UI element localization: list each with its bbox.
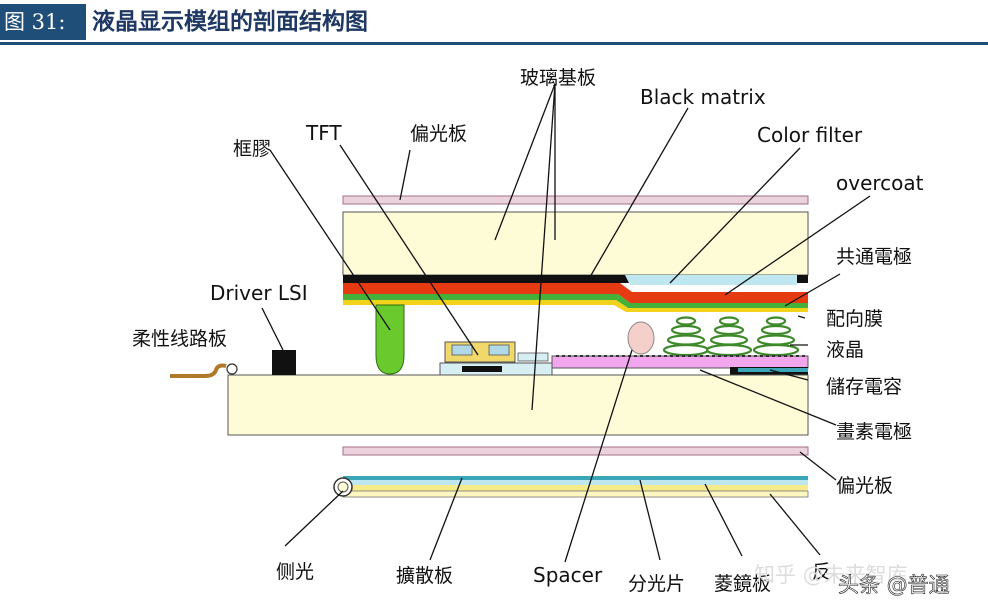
label-overcoat: overcoat [836, 171, 924, 195]
header-rule [0, 42, 988, 45]
color-filter-layer [343, 283, 808, 303]
label-pixel-electrode: 畫素電極 [836, 421, 912, 443]
label-driver-lsi: Driver LSI [210, 281, 308, 305]
leader-lines [261, 83, 871, 563]
figure-header: 图 31: 液晶显示模组的剖面结构图 [0, 0, 988, 46]
figure-title: 液晶显示模组的剖面结构图 [92, 8, 368, 35]
backlight-unit [333, 476, 809, 498]
label-diffuser: 擴散板 [396, 565, 453, 587]
liquid-crystal-molecules [662, 316, 800, 357]
bottom-polarizer [342, 446, 809, 456]
label-common-electrode: 共通電極 [836, 246, 912, 268]
label-color-filter: Color filter [757, 123, 863, 147]
label-black-matrix: Black matrix [640, 85, 766, 109]
label-reflector: 反 [812, 561, 831, 583]
label-storage-capacitor: 儲存電容 [826, 376, 902, 398]
label-tft: TFT [305, 121, 342, 145]
label-sealant: 框膠 [233, 138, 271, 160]
color-filter-cell [625, 275, 797, 285]
sealant [375, 304, 405, 375]
top-glass-substrate [342, 211, 809, 276]
label-prism-sheet: 分光片 [628, 573, 685, 595]
bottom-glass-substrate [227, 374, 809, 436]
label-spacer: Spacer [533, 563, 603, 587]
figure-number: 图 31: [0, 4, 86, 40]
label-liquid-crystal: 液晶 [826, 339, 864, 361]
label-glass-substrate: 玻璃基板 [520, 67, 596, 89]
flexible-pcb [170, 363, 227, 378]
label-lens-sheet: 菱鏡板 [714, 573, 771, 595]
watermark-zhihu: 知乎 @未来智库 [754, 563, 908, 587]
common-electrode-layer [343, 300, 808, 312]
watermark-toutiao: 头条 @普通 [838, 573, 950, 597]
spacer-ball [627, 321, 655, 355]
label-flexible-pcb: 柔性线路板 [132, 328, 227, 350]
label-polarizer-bottom: 偏光板 [836, 475, 893, 497]
top-polarizer [342, 195, 809, 205]
driver-lsi-chip [272, 350, 296, 375]
label-side-light: 侧光 [276, 561, 314, 583]
black-matrix-layer [343, 275, 808, 283]
overcoat-layer [343, 294, 808, 308]
label-polarizer-top: 偏光板 [410, 123, 467, 145]
label-alignment-film: 配向膜 [826, 308, 883, 330]
pixel-electrode [551, 355, 809, 369]
